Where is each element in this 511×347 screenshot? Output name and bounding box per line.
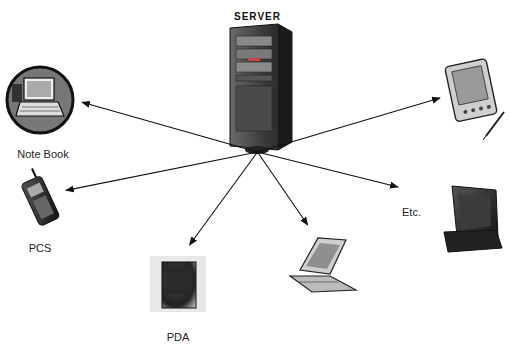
node-heading: SERVER [234, 10, 281, 23]
server-tower [230, 24, 292, 154]
connector-arrow [258, 98, 441, 152]
device-node: Etc. [398, 182, 506, 256]
device-node: PDA [145, 245, 211, 343]
connector-arrow [66, 152, 258, 190]
device-label: Note Book [17, 148, 68, 161]
handheld-icon [290, 238, 356, 292]
device-label: Etc. [402, 206, 421, 219]
pda-icon [150, 256, 206, 312]
device-icon [444, 186, 502, 252]
notebook-icon [7, 67, 73, 133]
device-node: PCS [14, 166, 66, 254]
phone-icon [17, 166, 61, 226]
device-node [440, 55, 508, 143]
device-label: PCS [29, 242, 52, 255]
device-label: PDA [167, 331, 190, 344]
tablet-icon [445, 58, 504, 140]
device-node [288, 225, 363, 297]
connector-arrow [258, 152, 308, 225]
server-node: SERVER [215, 2, 300, 152]
connector-arrow [190, 152, 258, 245]
device-node: Note Book [4, 62, 82, 162]
connector-arrow [82, 102, 258, 152]
